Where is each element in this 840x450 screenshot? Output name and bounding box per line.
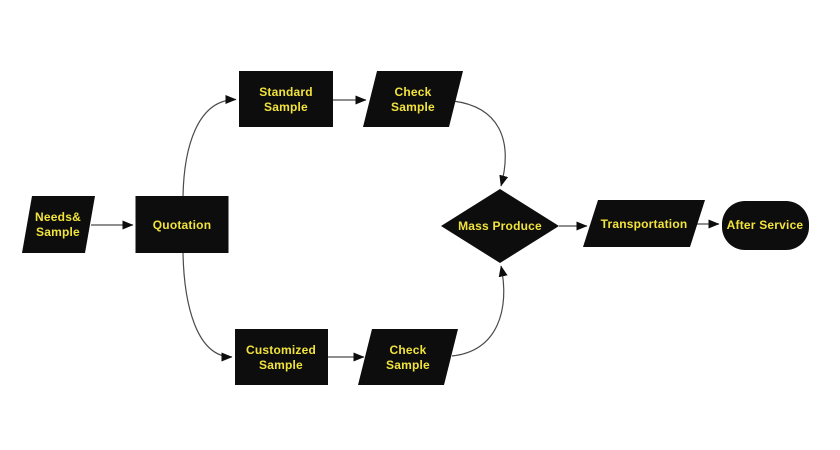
node-customized-sample: Customized Sample (235, 329, 328, 385)
standard-sample-label-line1: Standard (259, 85, 313, 99)
standard-sample-label-line2: Sample (264, 100, 308, 114)
needs-sample-label-line2: Sample (36, 225, 80, 239)
needs-sample-shape (22, 196, 95, 253)
node-mass-produce: Mass Produce (441, 189, 559, 263)
check-sample-top-label-line1: Check (394, 85, 431, 99)
customized-sample-shape (235, 329, 328, 385)
after-service-shape (722, 201, 809, 250)
quotation-label: Quotation (153, 218, 211, 232)
node-transportation: Transportation (583, 200, 705, 247)
transportation-shape (583, 200, 705, 247)
node-after-service: After Service (722, 201, 809, 250)
node-quotation: Quotation (135, 196, 229, 253)
after-service-label: After Service (727, 218, 804, 232)
customized-sample-label-line1: Customized (246, 343, 316, 357)
node-needs-sample: Needs& Sample (22, 196, 95, 253)
edge-check-sample-bottom-to-mass-produce (451, 265, 508, 357)
check-sample-bottom-label-line1: Check (389, 343, 426, 357)
needs-sample-label-line1: Needs& (35, 210, 81, 224)
check-sample-bottom-shape (358, 329, 458, 385)
edge-quotation-to-customized-sample (182, 252, 233, 362)
node-check-sample-top: Check Sample (363, 71, 463, 127)
node-check-sample-bottom: Check Sample (358, 329, 458, 385)
node-standard-sample: Standard Sample (239, 71, 333, 127)
mass-produce-shape (441, 189, 559, 263)
check-sample-top-label-line2: Sample (391, 100, 435, 114)
mass-produce-label: Mass Produce (458, 219, 542, 233)
edge-quotation-to-standard-sample (182, 95, 237, 197)
check-sample-bottom-label-line2: Sample (386, 358, 430, 372)
check-sample-top-shape (363, 71, 463, 127)
transportation-label: Transportation (601, 217, 688, 231)
standard-sample-shape (239, 71, 333, 127)
edge-check-sample-top-to-mass-produce (452, 100, 509, 187)
customized-sample-label-line2: Sample (259, 358, 303, 372)
quotation-shape (135, 196, 229, 253)
